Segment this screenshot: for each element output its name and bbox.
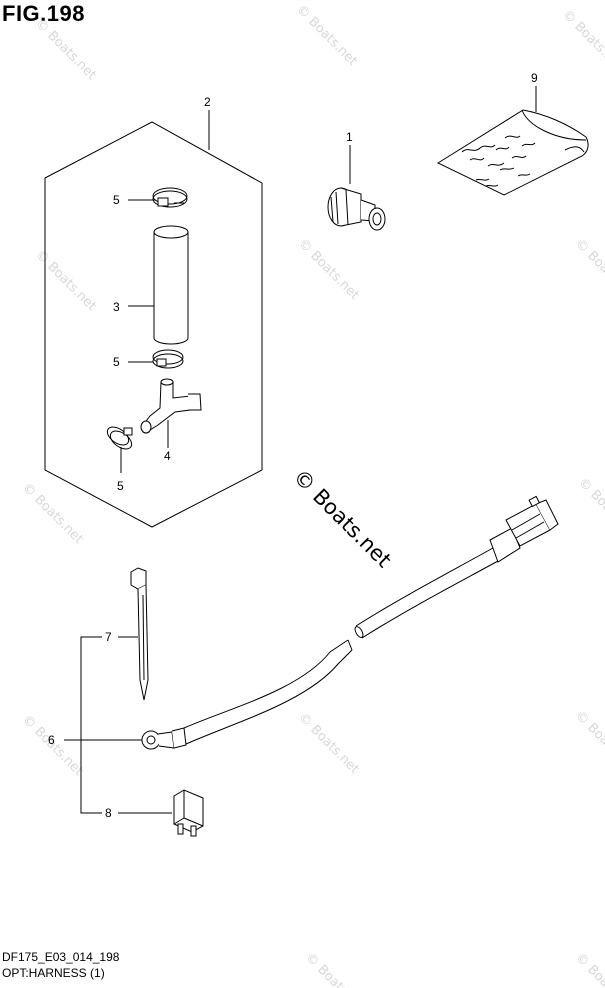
figure-code: DF175_E03_014_198: [2, 950, 120, 964]
watermark-text: © Boats.net: [575, 475, 605, 542]
hose-clamp-icon: [152, 187, 188, 208]
watermark-text: © Boats.net: [572, 236, 605, 303]
part-number-5[interactable]: 5: [113, 355, 120, 369]
kit-outline-part-2: [44, 121, 263, 528]
part-number-8[interactable]: 8: [105, 806, 112, 820]
watermark-text: © Boats.net: [572, 708, 605, 775]
watermark-text: © Boats.net: [302, 950, 369, 988]
wire-harness-icon: [141, 495, 559, 750]
grease-packet-icon: [436, 109, 589, 196]
part-number-5[interactable]: 5: [117, 479, 124, 493]
watermark-text: © Boats.net: [295, 236, 362, 303]
watermark-text: © Boats.net: [559, 7, 605, 74]
part-number-3[interactable]: 3: [113, 300, 120, 314]
part-number-4[interactable]: 4: [164, 449, 171, 463]
watermark-text: © Boats.net: [572, 950, 605, 988]
t-joint-icon: [140, 378, 202, 434]
figure-name: OPT:HARNESS (1): [2, 966, 105, 980]
watermark-text: © Boats.net: [19, 480, 86, 547]
group-bracket: [80, 636, 102, 814]
cable-tie-icon: [130, 567, 149, 701]
connector-plug-icon: [327, 187, 386, 231]
watermark-center: © Boats.net: [288, 465, 396, 573]
part-number-9[interactable]: 9: [531, 71, 538, 85]
watermark-text: © Boats.net: [32, 16, 99, 83]
hose-clamp-icon: [152, 349, 184, 369]
part-number-2[interactable]: 2: [204, 95, 211, 109]
figure-title: FIG.198: [2, 1, 85, 26]
part-number-7[interactable]: 7: [105, 630, 112, 644]
hose-icon: [153, 225, 189, 345]
hose-clamp-icon: [106, 426, 133, 450]
watermark-text: © Boats.net: [295, 710, 362, 777]
part-number-1[interactable]: 1: [346, 130, 353, 144]
part-number-5[interactable]: 5: [113, 193, 120, 207]
part-number-6[interactable]: 6: [48, 733, 55, 747]
fuse-icon: [173, 789, 204, 837]
watermark-text: © Boats.net: [293, 2, 360, 69]
watermark-text: © Boats.net: [32, 247, 99, 314]
